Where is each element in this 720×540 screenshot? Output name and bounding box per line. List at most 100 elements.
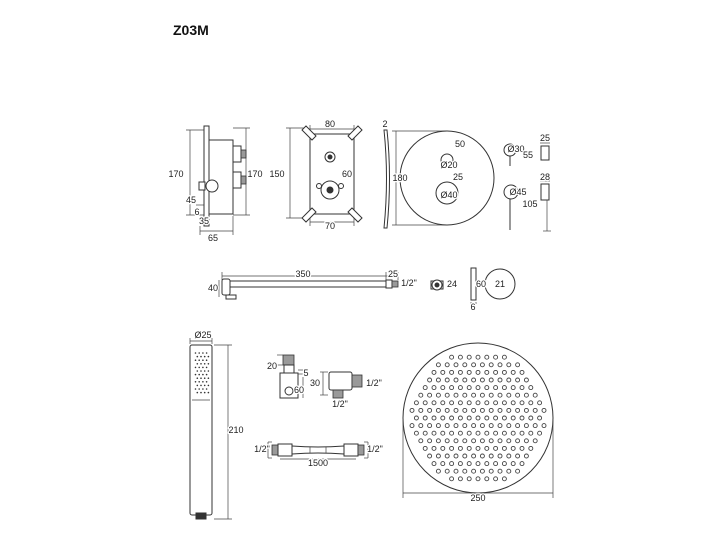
nozzle-dot bbox=[515, 468, 521, 474]
wall-flange-face bbox=[484, 268, 516, 300]
nozzle-dot bbox=[457, 461, 463, 467]
nozzle-dot bbox=[194, 373, 197, 376]
nozzle-dot bbox=[207, 384, 210, 387]
dim-35: 35 bbox=[199, 216, 209, 226]
nozzle-dot bbox=[488, 392, 494, 398]
nozzle-dot bbox=[200, 355, 202, 358]
nozzle-dot bbox=[466, 476, 472, 482]
valve-stem bbox=[198, 181, 206, 191]
nozzle-dot bbox=[506, 392, 512, 398]
nozzle-dot bbox=[501, 461, 507, 467]
nozzle-dot bbox=[523, 453, 529, 459]
dimension-line bbox=[267, 441, 369, 460]
nozzle-dot bbox=[462, 362, 468, 368]
nozzle-dot bbox=[431, 445, 437, 451]
valve-box bbox=[309, 133, 355, 215]
nozzle-dot bbox=[435, 362, 441, 368]
dim-20: 20 bbox=[267, 361, 277, 371]
nozzle-dot bbox=[453, 453, 459, 459]
plate-profile bbox=[383, 129, 390, 229]
nozzle-dot bbox=[501, 354, 507, 360]
nozzle-dot bbox=[413, 430, 419, 436]
nozzle-dot bbox=[203, 355, 206, 358]
nozzle-dot bbox=[475, 400, 481, 406]
nozzle-dot bbox=[453, 438, 459, 444]
nozzle-dot bbox=[471, 392, 477, 398]
dim-80: 80 bbox=[325, 119, 335, 129]
nozzle-dot bbox=[475, 461, 481, 467]
nozzle-dot bbox=[422, 415, 428, 421]
nozzle-dot bbox=[479, 377, 485, 383]
nozzle-dot bbox=[202, 388, 204, 390]
dim-25: 25 bbox=[453, 172, 463, 182]
dim-21: 21 bbox=[495, 279, 505, 289]
nozzle-dot bbox=[198, 359, 200, 362]
nozzle-dot bbox=[200, 391, 202, 394]
dim-25-arm: 25 bbox=[388, 269, 398, 279]
dim-o25: Ø25 bbox=[194, 330, 211, 340]
nozzle-dot bbox=[198, 366, 200, 369]
nozzle-dot bbox=[418, 407, 424, 413]
nozzle-dot bbox=[462, 468, 468, 474]
nozzle-dot bbox=[435, 423, 441, 429]
nozzle-dot bbox=[440, 369, 446, 375]
nozzle-dot bbox=[475, 476, 481, 482]
nozzle-dot bbox=[510, 461, 516, 467]
nozzle-dot bbox=[449, 385, 455, 391]
dimension-line bbox=[189, 338, 232, 520]
nozzle-dot bbox=[484, 415, 490, 421]
nozzle-dot bbox=[453, 423, 459, 429]
nozzle-dot bbox=[196, 391, 199, 394]
nozzle-dot bbox=[484, 445, 490, 451]
hose-fitting-left bbox=[277, 443, 293, 457]
outlet-thread-right bbox=[351, 374, 363, 388]
dim-thread-hose-right: 1/2" bbox=[367, 444, 383, 454]
cover-plate-view: 2 180 50 Ø20 25 Ø40 bbox=[381, 118, 495, 229]
nozzle-dot bbox=[506, 438, 512, 444]
nozzle-dot bbox=[449, 430, 455, 436]
nozzle-dot bbox=[196, 370, 199, 372]
nozzle-dot bbox=[506, 453, 512, 459]
nozzle-dot bbox=[449, 415, 455, 421]
nozzle-dot bbox=[200, 363, 202, 365]
dim-50: 50 bbox=[455, 139, 465, 149]
dim-180: 180 bbox=[392, 173, 407, 183]
nozzle-dot bbox=[196, 355, 199, 358]
outlet-thread-bottom bbox=[332, 389, 344, 399]
model-title: Z03M bbox=[173, 22, 209, 38]
nozzle-dot bbox=[523, 377, 529, 383]
nozzle-dot bbox=[457, 415, 463, 421]
nozzle-dot bbox=[409, 423, 415, 429]
nozzle-dot bbox=[440, 400, 446, 406]
nozzle-dot bbox=[493, 461, 499, 467]
nozzle-dot bbox=[444, 362, 450, 368]
nozzle-dot bbox=[427, 392, 433, 398]
nozzle-dot bbox=[198, 381, 200, 383]
dim-40: 40 bbox=[208, 283, 218, 293]
nozzle-dot bbox=[462, 407, 468, 413]
nozzle-dot bbox=[479, 407, 485, 413]
nozzle-dot bbox=[484, 385, 490, 391]
nozzle-dot bbox=[453, 377, 459, 383]
nozzle-dot bbox=[532, 407, 538, 413]
outlet-port bbox=[338, 183, 344, 189]
dim-150: 150 bbox=[269, 169, 284, 179]
lower-cartridge-core bbox=[326, 186, 334, 194]
outlet-body bbox=[328, 371, 353, 391]
nozzle-dot bbox=[444, 392, 450, 398]
nozzle-dot bbox=[471, 362, 477, 368]
nozzle-dot bbox=[431, 415, 437, 421]
nozzle-dot bbox=[493, 415, 499, 421]
nozzle-dot bbox=[471, 377, 477, 383]
nozzle-dot bbox=[457, 369, 463, 375]
hand-shower-connector bbox=[195, 512, 207, 520]
wall-flange-profile bbox=[470, 267, 477, 301]
large-handle-knob bbox=[503, 184, 519, 200]
plate-hole-large bbox=[435, 181, 459, 205]
nozzle-dot bbox=[484, 430, 490, 436]
nozzle-dot bbox=[537, 415, 543, 421]
nozzle-dot bbox=[519, 445, 525, 451]
nozzle-dot bbox=[501, 476, 507, 482]
nozzle-dot bbox=[207, 363, 210, 365]
nozzle-dot bbox=[497, 362, 503, 368]
